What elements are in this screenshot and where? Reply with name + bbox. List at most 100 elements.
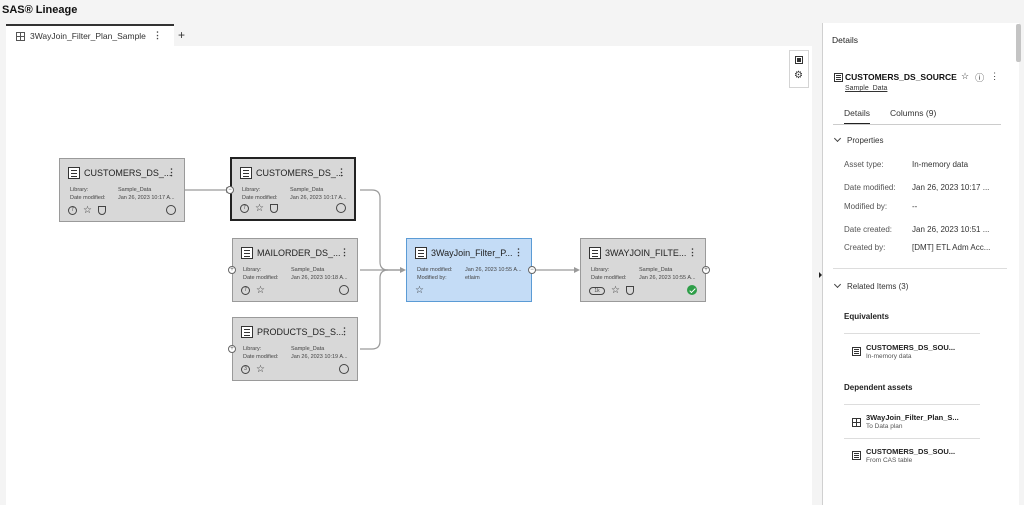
tab-details[interactable]: Details: [844, 108, 870, 125]
success-check-icon: [687, 285, 697, 295]
tab-lineage-plan[interactable]: 3WayJoin_Filter_Plan_Sample ⋮: [6, 24, 174, 46]
node-library-value: Sample_Data: [118, 187, 152, 193]
related-item-name[interactable]: CUSTOMERS_DS_SOU...: [866, 447, 956, 456]
node-modified-label: Date modified:: [70, 195, 106, 201]
collapse-port-icon[interactable]: −: [226, 186, 234, 194]
shield-icon[interactable]: [97, 206, 106, 215]
node-modified-value: Jan 26, 2023 10:55 A...: [639, 275, 696, 281]
related-item-name[interactable]: CUSTOMERS_DS_SOU...: [866, 343, 956, 352]
related-items-header[interactable]: Related Items (3): [833, 280, 909, 291]
details-title: Details: [832, 35, 858, 45]
collapse-port-icon[interactable]: −: [528, 266, 536, 274]
card-divider: [844, 333, 980, 334]
grid-icon: [16, 31, 25, 41]
count-badge: 7: [240, 204, 249, 213]
grid-icon: [415, 247, 427, 259]
asset-actions: ☆ ⓘ ⋮: [961, 71, 999, 84]
status-icon: [339, 364, 349, 374]
node-more-icon[interactable]: ⋮: [688, 247, 697, 257]
star-icon[interactable]: ☆: [961, 71, 970, 81]
tab-more-icon[interactable]: ⋮: [153, 30, 162, 40]
card-divider: [844, 404, 980, 405]
related-item-name[interactable]: 3WayJoin_Filter_Plan_S...: [866, 413, 959, 422]
property-value: --: [912, 202, 918, 211]
table-icon: [241, 247, 253, 259]
node-actions: ☆: [415, 285, 424, 296]
node-title: MAILORDER_DS_...: [257, 248, 341, 258]
node-more-icon[interactable]: ⋮: [340, 326, 349, 336]
property-label: Asset type:: [844, 160, 884, 169]
shield-icon[interactable]: [269, 204, 278, 213]
lineage-node-data-plan[interactable]: 3WayJoin_Filter_P... ⋮ Date modified: Ja…: [406, 238, 532, 302]
node-actions: 7 ☆: [240, 203, 278, 214]
related-item-type: From CAS table: [866, 457, 913, 464]
details-scrollbar[interactable]: [1016, 24, 1021, 62]
node-actions: 7 ☆: [68, 205, 106, 216]
property-label: Created by:: [844, 243, 886, 252]
count-badge: 3: [241, 365, 250, 374]
node-title: CUSTOMERS_DS_...: [84, 168, 172, 178]
card-divider: [844, 438, 980, 439]
star-icon[interactable]: ☆: [415, 285, 424, 296]
fit-view-icon[interactable]: [795, 56, 803, 64]
expand-port-icon[interactable]: +: [702, 266, 710, 274]
node-library-label: Library:: [242, 187, 261, 193]
app-title: SAS® Lineage: [2, 4, 78, 16]
property-value: In-memory data: [912, 160, 969, 169]
more-icon[interactable]: ⋮: [990, 71, 1000, 81]
tab-label: 3WayJoin_Filter_Plan_Sample: [30, 31, 146, 41]
node-more-icon[interactable]: ⋮: [167, 167, 176, 177]
property-label: Modified by:: [844, 202, 888, 211]
table-icon: [852, 347, 861, 356]
table-icon: [834, 73, 843, 82]
row-count-badge: 1k: [589, 286, 605, 295]
lineage-node-products[interactable]: PRODUCTS_DS_S... ⋮ Library: Sample_Data …: [232, 317, 358, 381]
chevron-down-icon: [833, 280, 842, 289]
shield-icon[interactable]: [625, 286, 634, 295]
expand-port-icon[interactable]: +: [228, 345, 236, 353]
node-more-icon[interactable]: ⋮: [514, 247, 523, 257]
details-panel: Details CUSTOMERS_DS_SOURCE ☆ ⓘ ⋮ Sample…: [822, 23, 1019, 505]
section-divider: [833, 268, 1007, 269]
grid-icon: [852, 418, 861, 427]
app-header: SAS® Lineage: [0, 0, 1024, 22]
property-value: Jan 26, 2023 10:51 ...: [912, 225, 990, 234]
add-tab-button[interactable]: +: [178, 28, 186, 42]
property-label: Date modified:: [844, 183, 896, 192]
star-icon[interactable]: ☆: [256, 364, 265, 375]
lineage-node-output-table[interactable]: 3WAYJOIN_FILTE... ⋮ Library: Sample_Data…: [580, 238, 706, 302]
node-more-icon[interactable]: ⋮: [340, 247, 349, 257]
table-icon: [68, 167, 80, 179]
node-modified-label: Date modified:: [242, 195, 278, 201]
count-badge: 7: [68, 206, 77, 215]
expand-port-icon[interactable]: +: [228, 266, 236, 274]
lineage-node-mailorder[interactable]: MAILORDER_DS_... ⋮ Library: Sample_Data …: [232, 238, 358, 302]
node-library-value: Sample_Data: [290, 187, 324, 193]
star-icon[interactable]: ☆: [83, 205, 92, 216]
count-badge: 7: [241, 286, 250, 295]
star-icon[interactable]: ☆: [255, 203, 264, 214]
star-icon[interactable]: ☆: [611, 285, 620, 296]
node-actions: 7 ☆: [241, 285, 265, 296]
settings-icon[interactable]: ⚙: [794, 70, 803, 81]
node-library-label: Library:: [243, 346, 262, 352]
lineage-node-customers-source[interactable]: CUSTOMERS_DS_... ⋮ Library: Sample_Data …: [59, 158, 185, 222]
panel-toggle-icon[interactable]: [819, 272, 822, 278]
node-title: PRODUCTS_DS_S...: [257, 327, 344, 337]
property-label: Date created:: [844, 225, 893, 234]
related-heading: Related Items (3): [847, 282, 909, 291]
asset-library-link[interactable]: Sample_Data: [845, 85, 888, 92]
tab-divider: [833, 124, 1001, 125]
node-more-icon[interactable]: ⋮: [337, 167, 346, 177]
lineage-node-customers-selected[interactable]: CUSTOMERS_DS_... ⋮ Library: Sample_Data …: [230, 157, 356, 221]
info-icon[interactable]: ⓘ: [975, 73, 985, 83]
star-icon[interactable]: ☆: [256, 285, 265, 296]
status-icon: [336, 203, 346, 213]
status-icon: [166, 205, 176, 215]
node-library-label: Library:: [591, 267, 610, 273]
node-modified-label: Date modified:: [591, 275, 627, 281]
node-modified-label: Date modified:: [243, 275, 279, 281]
tab-columns[interactable]: Columns (9): [890, 108, 937, 118]
properties-header[interactable]: Properties: [833, 134, 883, 145]
property-value: [DMT] ETL Adm Acc...: [912, 243, 991, 252]
